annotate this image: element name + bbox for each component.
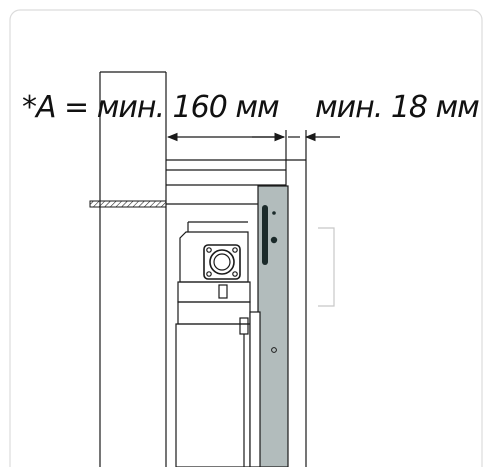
side-bracket [318, 227, 335, 307]
outer-border [9, 9, 483, 467]
dimension-a-extensions [99, 71, 167, 467]
min-side-label: мин. 18 мм [315, 90, 479, 125]
hatched-shelf [89, 200, 167, 208]
min-a-label: *А = мин. 160 мм [22, 90, 279, 125]
pipe-flange [203, 244, 241, 280]
door-panel [249, 185, 289, 467]
appliance-body [175, 221, 251, 467]
